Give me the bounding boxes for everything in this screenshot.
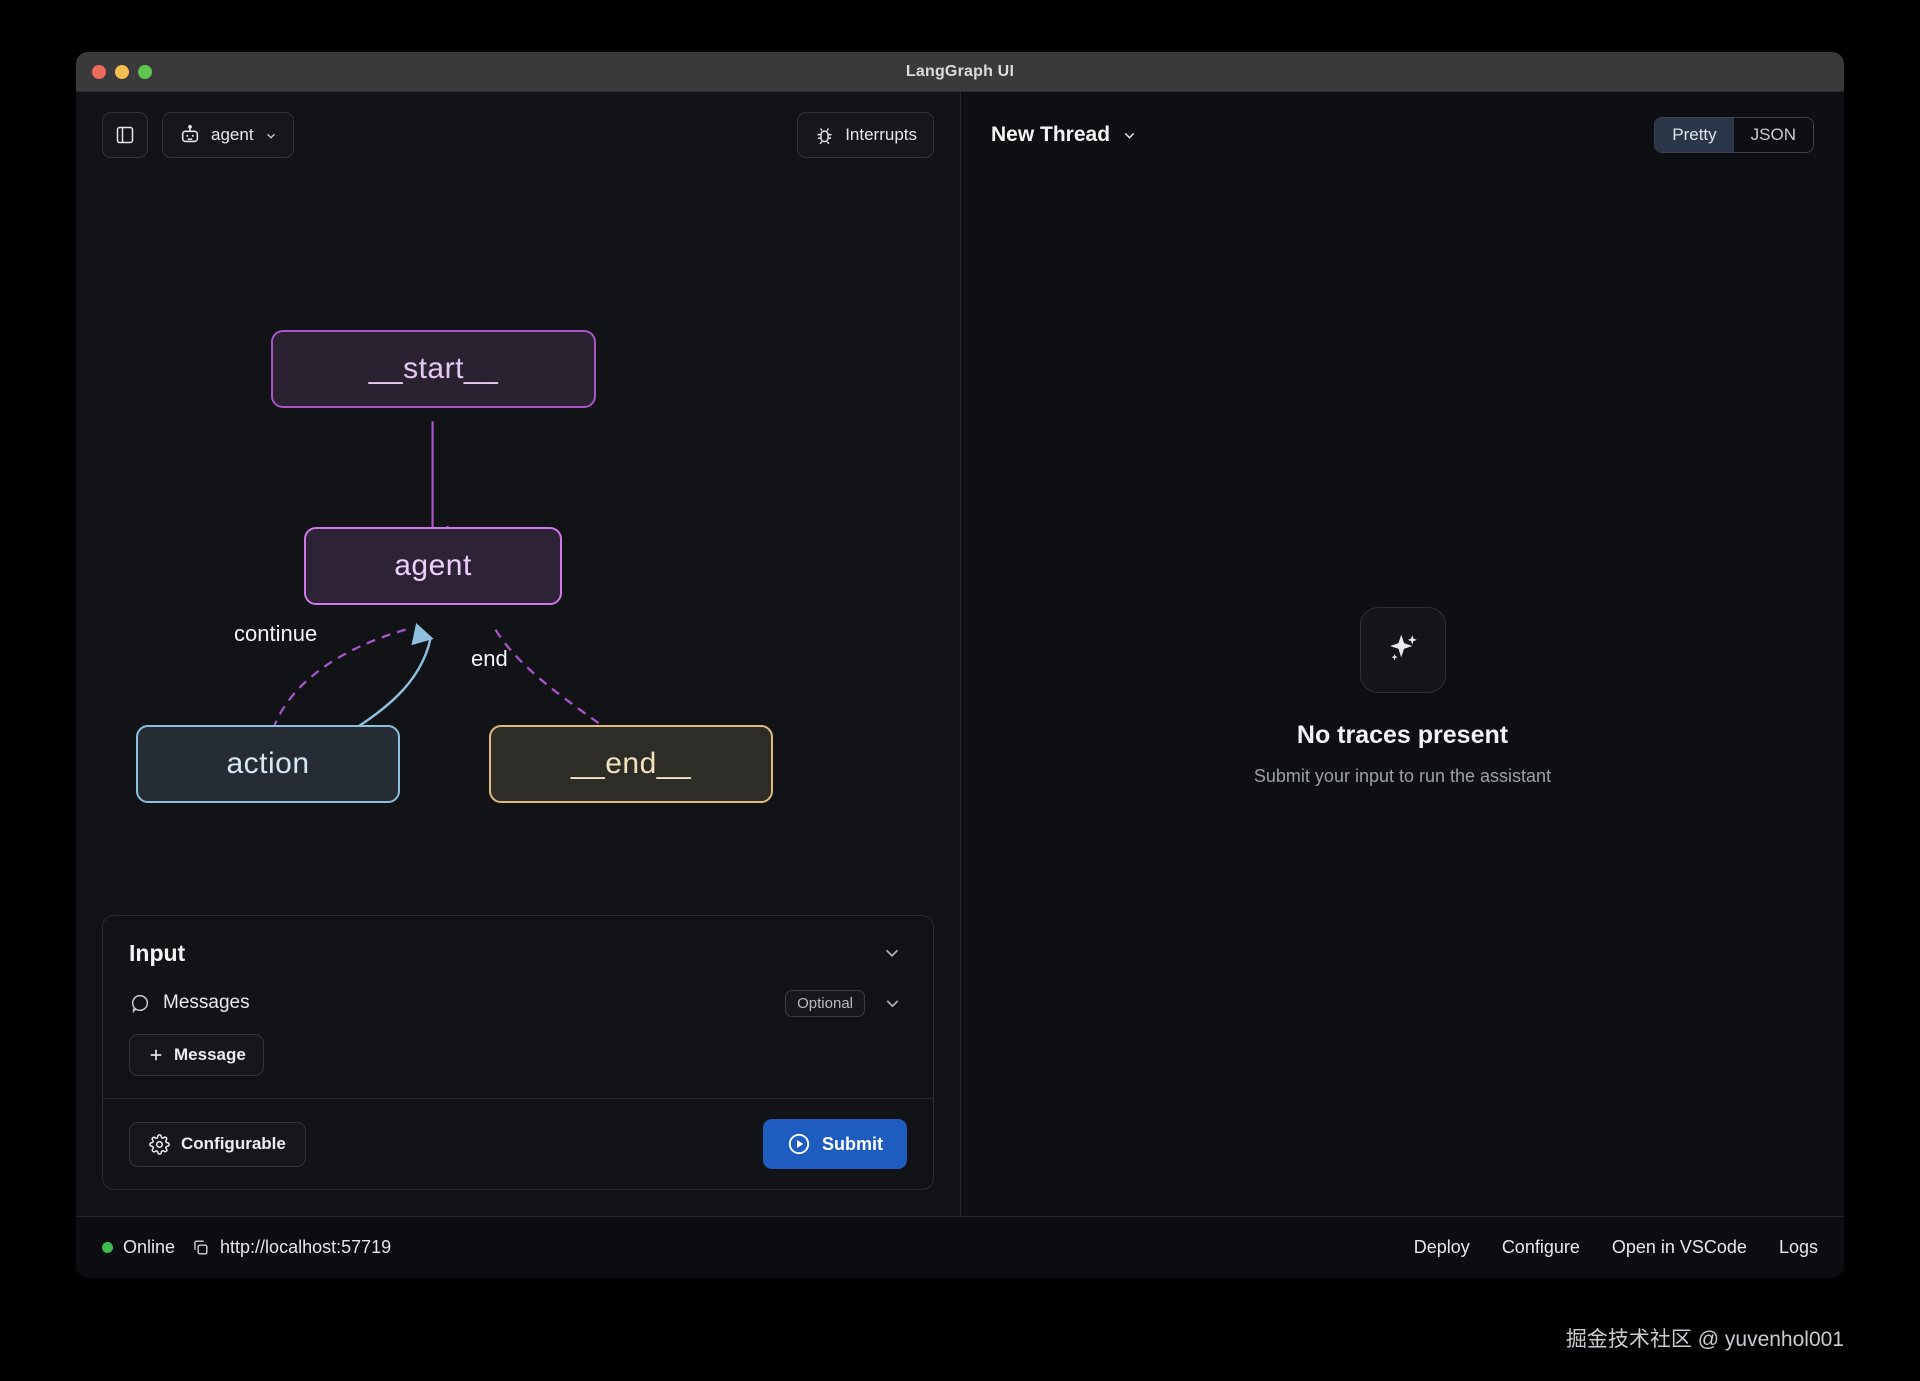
deploy-link[interactable]: Deploy xyxy=(1413,1237,1470,1257)
input-panel-header: Input xyxy=(103,916,933,982)
thread-selector-button[interactable]: New Thread xyxy=(991,123,1138,147)
chevron-down-icon xyxy=(881,942,903,964)
interrupts-button[interactable]: Interrupts xyxy=(797,112,934,158)
submit-label: Submit xyxy=(822,1133,883,1154)
window-body: agent Interrupts xyxy=(76,92,1844,1216)
configurable-label: Configurable xyxy=(181,1134,286,1153)
watermark: 掘金技术社区 @ yuvenhol001 xyxy=(1565,1328,1844,1351)
app-window: LangGraph UI xyxy=(76,52,1844,1278)
status-dot-icon xyxy=(102,1242,113,1253)
add-message-wrap: Message xyxy=(103,1018,933,1098)
assistant-name: agent xyxy=(211,125,254,144)
configure-link[interactable]: Configure xyxy=(1501,1237,1580,1257)
bug-icon xyxy=(814,125,835,146)
bot-icon xyxy=(179,124,201,146)
input-collapse-button[interactable] xyxy=(877,938,907,968)
view-mode-pretty[interactable]: Pretty xyxy=(1655,118,1734,152)
optional-badge: Optional xyxy=(785,989,865,1017)
server-url-copy[interactable]: http://localhost:57719 xyxy=(191,1237,391,1258)
graph-node-agent[interactable]: agent xyxy=(304,527,562,605)
right-toolbar: New Thread Pretty JSON xyxy=(961,92,1844,178)
empty-state-subtitle: Submit your input to run the assistant xyxy=(1253,766,1552,786)
graph-node-start[interactable]: __start__ xyxy=(271,330,596,408)
graph-canvas[interactable]: __start__ agent action __end__ continue … xyxy=(76,178,960,915)
status-left-group: Online http://localhost:57719 xyxy=(102,1237,391,1258)
traces-pane: New Thread Pretty JSON xyxy=(961,92,1844,1216)
minimize-window-button[interactable] xyxy=(115,64,129,79)
view-mode-json[interactable]: JSON xyxy=(1733,118,1813,152)
input-panel-footer: Configurable Submit xyxy=(103,1099,933,1189)
traces-empty-state: No traces present Submit your input to r… xyxy=(961,178,1844,1216)
input-panel: Input xyxy=(102,915,934,1190)
left-toolbar: agent Interrupts xyxy=(76,92,960,178)
interrupts-label: Interrupts xyxy=(845,125,917,144)
add-message-label: Message xyxy=(174,1045,246,1064)
sparkles-icon xyxy=(1382,629,1424,671)
chevron-down-icon xyxy=(264,129,277,142)
chevron-down-icon xyxy=(882,993,903,1014)
logs-link[interactable]: Logs xyxy=(1778,1237,1818,1257)
add-message-button[interactable]: Message xyxy=(129,1034,264,1076)
view-mode-toggle[interactable]: Pretty JSON xyxy=(1654,117,1814,153)
server-url: http://localhost:57719 xyxy=(220,1237,392,1257)
play-circle-icon xyxy=(787,1132,811,1156)
graph-node-end[interactable]: __end__ xyxy=(489,725,773,803)
graph-node-label: agent xyxy=(394,549,472,582)
copy-icon xyxy=(191,1238,210,1257)
graph-node-label: __start__ xyxy=(368,352,499,385)
status-text: Online xyxy=(123,1237,176,1257)
messages-row: Messages Optional xyxy=(103,982,933,1018)
traffic-lights xyxy=(92,64,152,79)
input-panel-title: Input xyxy=(129,939,186,966)
window-title: LangGraph UI xyxy=(905,62,1015,80)
graph-node-label: action xyxy=(226,747,310,780)
maximize-window-button[interactable] xyxy=(138,64,152,79)
open-vscode-link[interactable]: Open in VSCode xyxy=(1611,1237,1747,1257)
plus-icon xyxy=(147,1046,165,1064)
graph-pane: agent Interrupts xyxy=(76,92,961,1216)
graph-node-action[interactable]: action xyxy=(136,725,400,803)
sidebar-toggle-button[interactable] xyxy=(102,112,148,158)
message-circle-icon xyxy=(129,992,151,1014)
title-bar: LangGraph UI xyxy=(76,52,1844,92)
status-bar: Online http://localhost:57719 Deploy Con… xyxy=(76,1216,1844,1278)
status-badge: Online xyxy=(102,1237,175,1258)
thread-label: New Thread xyxy=(991,123,1111,146)
empty-state-icon-box xyxy=(1359,607,1446,693)
input-panel-divider xyxy=(103,1098,933,1099)
panel-left-icon xyxy=(115,125,135,145)
graph-node-label: __end__ xyxy=(570,747,692,780)
chevron-down-icon xyxy=(1121,127,1138,144)
messages-expand-button[interactable] xyxy=(877,988,907,1018)
close-window-button[interactable] xyxy=(92,64,106,79)
status-links: Deploy Configure Open in VSCode Logs xyxy=(1414,1237,1818,1258)
gear-icon xyxy=(149,1133,170,1155)
messages-label: Messages xyxy=(163,992,250,1013)
submit-button[interactable]: Submit xyxy=(763,1119,907,1169)
assistant-selector-button[interactable]: agent xyxy=(162,112,294,158)
empty-state-title: No traces present xyxy=(1296,721,1509,749)
configurable-button[interactable]: Configurable xyxy=(129,1121,306,1167)
